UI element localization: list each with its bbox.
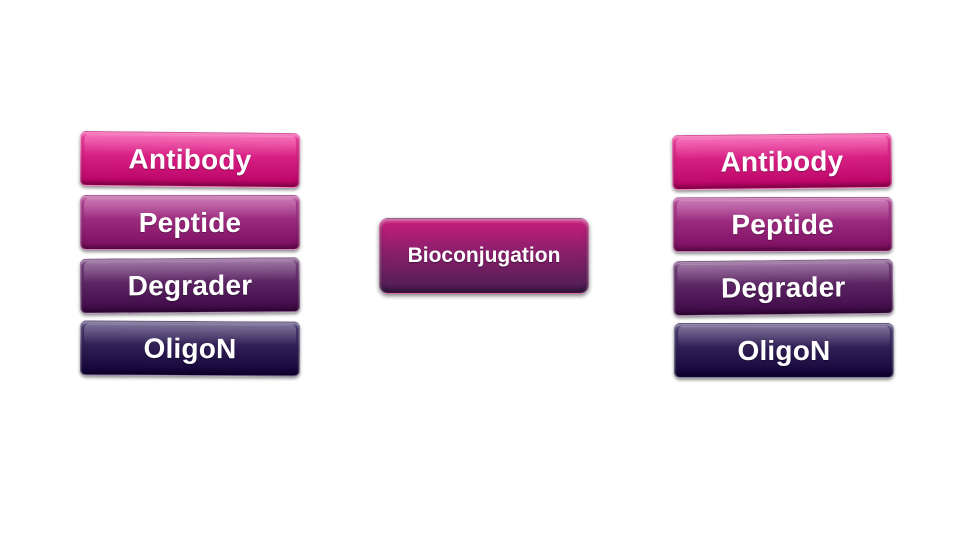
left-antibody-box: Antibody (79, 130, 301, 189)
right-peptide-label: Peptide (731, 208, 834, 240)
right-oligon-label: OligoN (737, 334, 831, 366)
bioconjugation-box: Bioconjugation (379, 218, 589, 294)
left-peptide-label: Peptide (138, 206, 242, 238)
right-antibody-label: Antibody (720, 144, 844, 178)
left-degrader-box: Degrader (79, 257, 301, 314)
right-molecule-stack: Antibody Peptide Degrader OligoN (671, 132, 895, 387)
right-degrader-label: Degrader (720, 270, 846, 304)
right-antibody-box: Antibody (671, 132, 893, 191)
left-peptide-box: Peptide (80, 195, 300, 250)
right-peptide-box: Peptide (672, 196, 893, 253)
left-oligon-label: OligoN (143, 332, 237, 364)
left-molecule-stack: Antibody Peptide Degrader OligoN (79, 130, 301, 384)
left-antibody-label: Antibody (128, 142, 252, 176)
right-degrader-box: Degrader (673, 258, 894, 317)
left-oligon-box: OligoN (79, 320, 301, 377)
right-oligon-box: OligoN (673, 322, 894, 378)
left-degrader-label: Degrader (127, 269, 253, 301)
bioconjugation-label: Bioconjugation (407, 244, 561, 267)
